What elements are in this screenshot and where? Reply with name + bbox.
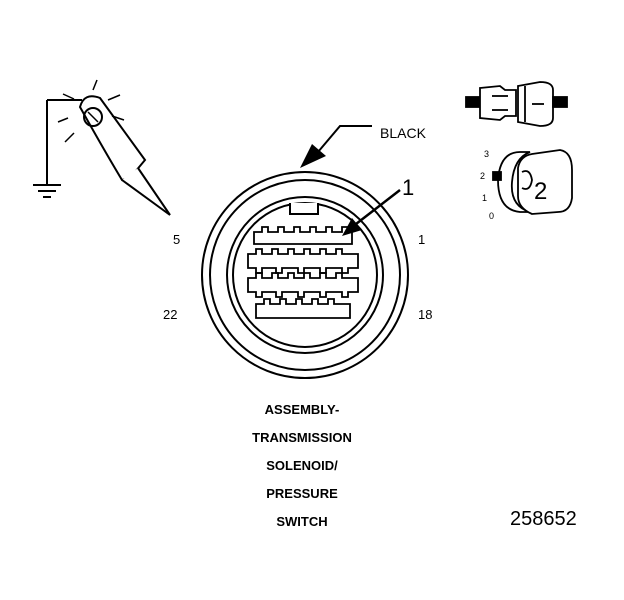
connector-plug-icon (465, 81, 568, 127)
callout-1-arrow (342, 189, 401, 236)
pin-22-label: 22 (163, 307, 178, 322)
document-number: 258652 (510, 508, 577, 530)
caption-line-2: TRANSMISSION (252, 430, 352, 445)
wire-color-label: BLACK (380, 125, 426, 141)
lock-position-2: 2 (480, 171, 486, 181)
test-light-probe-icon (33, 79, 171, 216)
caption-line-4: PRESSURE (266, 486, 338, 501)
callout-1-label: 1 (402, 175, 415, 200)
round-connector (201, 171, 409, 379)
lock-position-1: 1 (482, 193, 488, 203)
pin-row-2 (247, 248, 359, 274)
callout-2-label: 2 (534, 178, 548, 205)
pin-row-4 (255, 298, 351, 319)
pin-row-1 (253, 226, 353, 245)
pin-18-label: 18 (418, 307, 433, 322)
pin-rows (247, 226, 359, 319)
ground-symbol-icon (33, 184, 61, 198)
component-caption: ASSEMBLY- TRANSMISSION SOLENOID/ PRESSUR… (200, 402, 404, 542)
pin-1-label: 1 (418, 232, 426, 247)
pin-5-label: 5 (173, 232, 181, 247)
lock-position-3: 3 (484, 149, 490, 159)
pin-row-3 (247, 272, 359, 298)
black-wire-leader (300, 125, 372, 168)
caption-line-5: SWITCH (276, 514, 328, 529)
caption-line-3: SOLENOID/ (266, 458, 338, 473)
caption-line-1: ASSEMBLY- (264, 402, 340, 417)
connector-lock-icon (492, 149, 573, 215)
lock-position-0: 0 (489, 211, 495, 221)
